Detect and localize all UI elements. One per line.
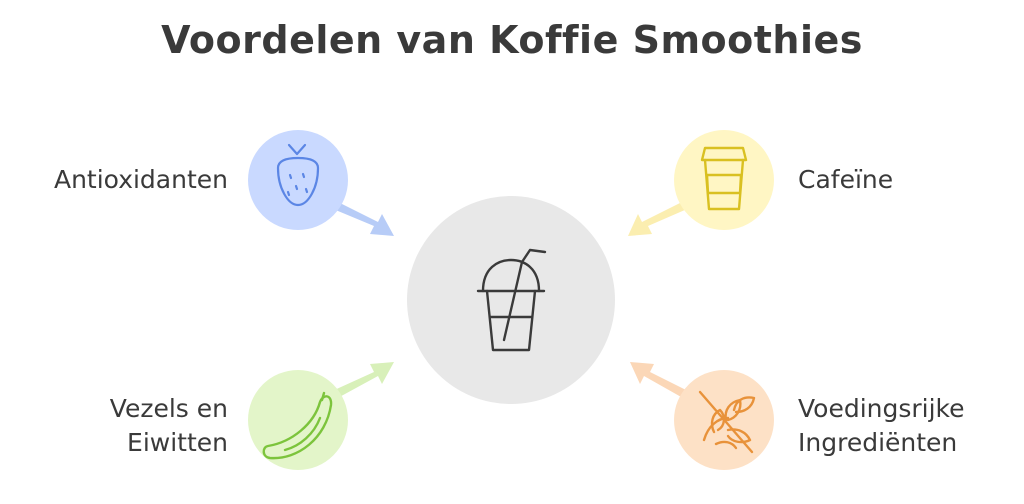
page-title: Voordelen van Koffie Smoothies	[161, 18, 863, 62]
smoothie-cup-icon	[476, 248, 547, 352]
fiber-circle	[248, 370, 348, 470]
label-caffeine: Cafeïne	[798, 165, 894, 194]
arrow-fiber	[330, 362, 394, 400]
arrow-nutrients	[630, 362, 694, 402]
center-circle	[407, 196, 615, 404]
no-wheat-icon	[698, 390, 756, 454]
label-antioxidants: Antioxidanten	[53, 165, 228, 194]
label-fiber-protein: Vezels en Eiwitten	[109, 394, 228, 457]
label-nutrients: Voedingsrijke Ingrediënten	[798, 394, 965, 457]
antioxidants-circle	[248, 130, 348, 230]
arrow-antioxidants	[326, 198, 394, 236]
caffeine-circle	[674, 130, 774, 230]
arrow-caffeine	[628, 198, 694, 236]
coffee-cup-icon	[700, 146, 748, 211]
strawberry-icon	[276, 143, 320, 207]
cucumber-icon	[262, 391, 333, 460]
